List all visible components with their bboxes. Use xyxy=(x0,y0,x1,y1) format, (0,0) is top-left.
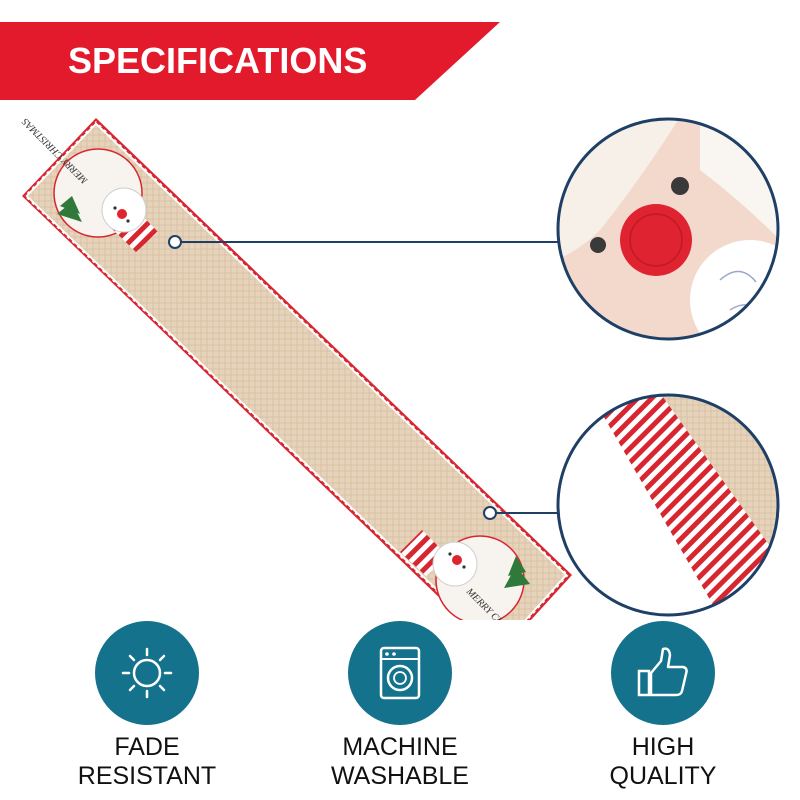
detail-circle-nose xyxy=(556,117,780,341)
thumbs-up-icon xyxy=(637,647,688,697)
product-illustration: MERRY CHRISTMAS MERRY CHRISTMAS xyxy=(20,116,780,620)
fade-resistant-badge xyxy=(95,621,199,725)
feature-label-machine-washable: MACHINE WASHABLE xyxy=(330,733,469,790)
header-banner xyxy=(0,22,500,100)
callout-lines xyxy=(168,235,560,520)
high-quality-badge xyxy=(611,621,715,725)
santa-applique-bottom: MERRY CHRISTMAS xyxy=(400,530,534,620)
feature-label-high-quality: HIGH QUALITY xyxy=(609,733,717,790)
detail-circle-trim xyxy=(556,393,780,617)
sun-icon xyxy=(121,647,173,699)
feature-label-fade-resistant: FADE RESISTANT xyxy=(77,733,217,790)
page-title: SPECIFICATIONS xyxy=(68,40,368,81)
table-runner xyxy=(22,118,572,620)
machine-washable-badge xyxy=(348,621,452,725)
washing-machine-icon xyxy=(379,646,421,700)
